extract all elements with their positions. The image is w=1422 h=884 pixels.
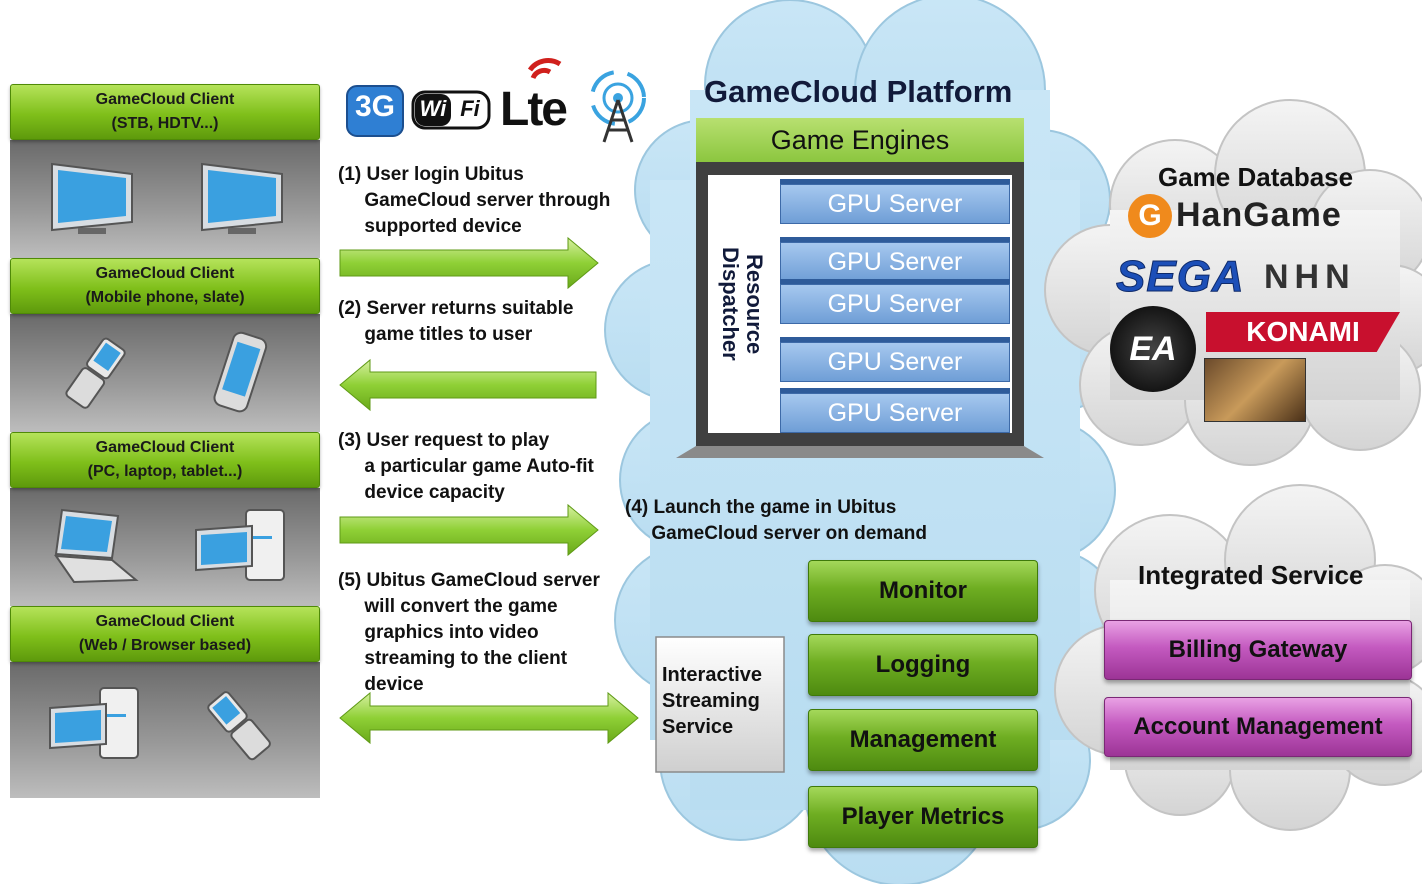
monitor-button[interactable]: Monitor (808, 560, 1038, 622)
flip-phone-icon (65, 337, 126, 409)
desktop-pc-icon (195, 509, 285, 581)
client-header-pc: GameCloud Client (PC, laptop, tablet...) (10, 432, 320, 488)
client-title: GameCloud Client (95, 91, 235, 108)
3g-logo-bg (346, 85, 404, 137)
nhn-logo: NHN (1264, 258, 1356, 296)
gpu-server: GPU Server (780, 184, 1010, 224)
resource-dispatcher-label: Resource Dispatcher (718, 247, 767, 361)
desktop-pc-icon (49, 687, 139, 759)
wifi-logo-a: Wi (419, 96, 447, 121)
streaming-service-label: Interactive Streaming Service (662, 664, 763, 738)
gpu-server: GPU Server (780, 284, 1010, 324)
game-database-title: Game Database (1158, 162, 1354, 192)
tv-icon (51, 162, 133, 234)
client-header-web: GameCloud Client (Web / Browser based) (10, 606, 320, 662)
logging-button[interactable]: Logging (808, 634, 1038, 696)
gpu-server: GPU Server (780, 342, 1010, 382)
billing-gateway-button[interactable]: Billing Gateway (1104, 620, 1412, 680)
gpu-server: GPU Server (780, 242, 1010, 282)
client-header-mobile: GameCloud Client (Mobile phone, slate) (10, 258, 320, 314)
resource-dispatcher: Resource Dispatcher (712, 180, 772, 428)
client-subtitle: (Mobile phone, slate) (85, 289, 245, 306)
sega-logo: SEGA (1116, 252, 1245, 302)
wifi-logo-b: Fi (460, 96, 480, 121)
konami-logo: KONAMI (1206, 312, 1400, 352)
integrated-service-title: Integrated Service (1138, 560, 1364, 590)
client-title: GameCloud Client (95, 439, 235, 456)
game-cover-logo (1204, 358, 1306, 422)
player-metrics-button[interactable]: Player Metrics (808, 786, 1038, 848)
hangame-logo: HanGame (1176, 196, 1342, 234)
gpu-server: GPU Server (780, 393, 1010, 433)
antenna-icon (590, 70, 646, 143)
game-engines-bar: Game Engines (696, 118, 1024, 162)
3g-logo: 3G (354, 90, 396, 123)
step-4: (4) Launch the game in Ubitus GameCloud … (625, 497, 927, 544)
hangame-logo-mark: G (1128, 194, 1172, 238)
client-panel-mobile (10, 314, 320, 432)
step-1: (1) User login Ubitus GameCloud server t… (338, 164, 611, 237)
client-subtitle: (PC, laptop, tablet...) (87, 463, 243, 480)
laptop-icon (53, 508, 139, 584)
account-management-button[interactable]: Account Management (1104, 697, 1412, 757)
management-button[interactable]: Management (808, 709, 1038, 771)
step-3: (3) User request to play a particular ga… (338, 430, 594, 503)
tv-icon (201, 162, 283, 234)
lte-signal-icon (527, 58, 562, 80)
arrows (339, 236, 639, 745)
smartphone-icon (213, 331, 268, 413)
client-title: GameCloud Client (95, 613, 235, 630)
client-header-stb: GameCloud Client (STB, HDTV...) (10, 84, 320, 140)
client-title: GameCloud Client (95, 265, 235, 282)
client-subtitle: (STB, HDTV...) (111, 115, 219, 132)
step-5: (5) Ubitus GameCloud server will convert… (338, 570, 600, 695)
step-2: (2) Server returns suitable game titles … (338, 298, 574, 345)
flip-phone-icon (207, 691, 271, 761)
ea-logo: EA (1110, 306, 1196, 392)
platform-title: GameCloud Platform (704, 74, 1013, 109)
lte-logo: Lte (500, 83, 568, 136)
client-subtitle: (Web / Browser based) (78, 637, 252, 654)
